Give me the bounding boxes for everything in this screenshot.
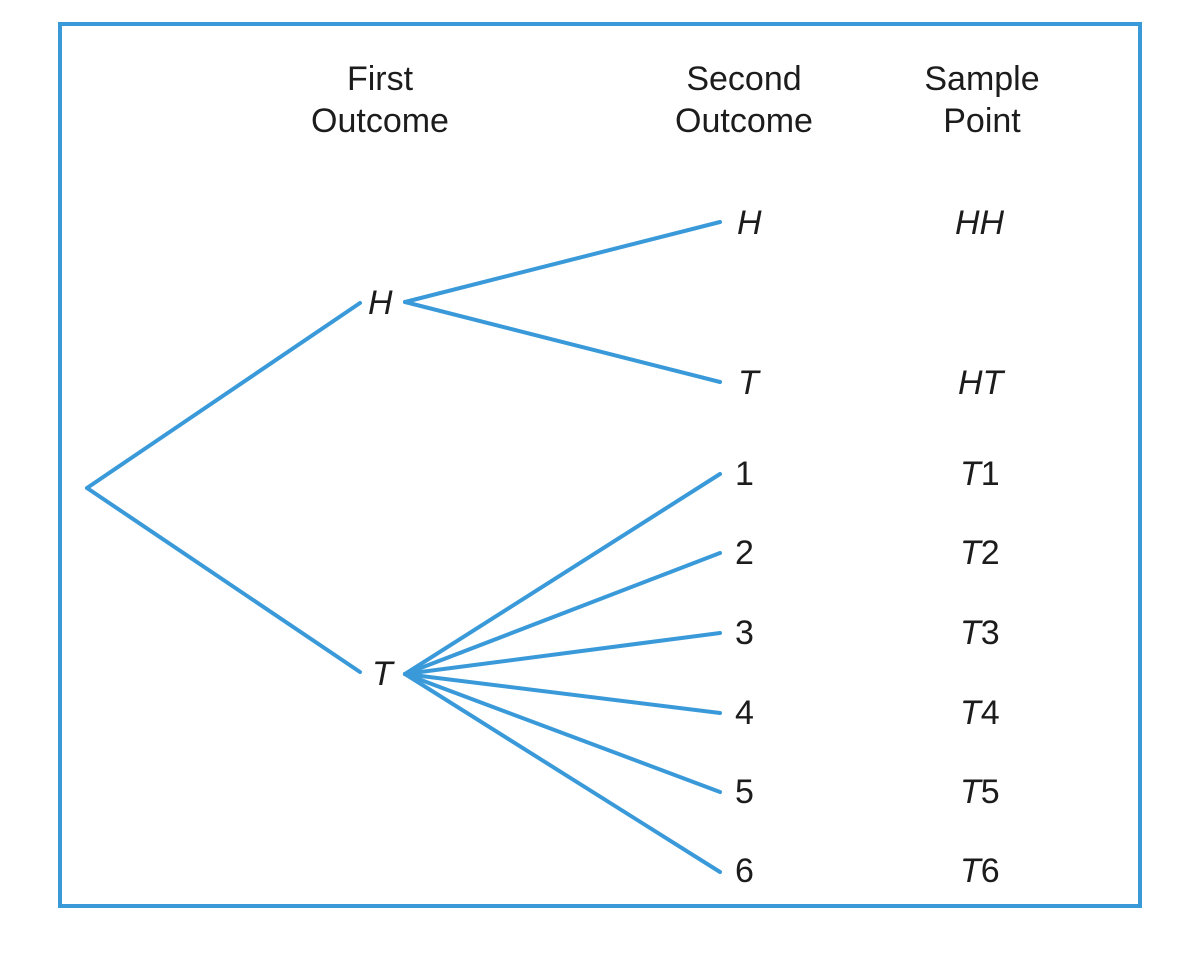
- header-first-outcome-line1: First: [346, 60, 414, 98]
- second-outcome-2: 2: [735, 534, 754, 572]
- header-first-outcome: First Outcome: [300, 58, 460, 142]
- branch-t-to-4: [403, 672, 722, 715]
- second-outcome-ht: T: [738, 364, 761, 402]
- sample-point-t2-suffix: 2: [981, 534, 1000, 572]
- second-outcome-1: 1: [735, 455, 754, 493]
- branch-t-to-1: [403, 472, 722, 676]
- branch-root-to-h: [85, 301, 362, 490]
- branch-root-to-t: [85, 486, 362, 674]
- header-sample-point: Sample Point: [900, 58, 1064, 142]
- header-second-outcome: Second Outcome: [664, 58, 824, 142]
- sample-point-t1-suffix: 1: [981, 455, 1000, 493]
- header-sample-point-line2: Point: [943, 102, 1021, 140]
- sample-point-t6-prefix: T: [960, 852, 983, 890]
- sample-point-t5-prefix: T: [960, 773, 983, 811]
- branch-t-to-3: [403, 631, 722, 676]
- sample-point-t4: T4: [960, 694, 1000, 732]
- sample-point-t4-prefix: T: [960, 694, 983, 732]
- header-second-outcome-line1: Second: [686, 60, 802, 98]
- branch-t-to-2: [403, 551, 722, 676]
- header-first-outcome-line2: Outcome: [311, 102, 449, 140]
- sample-point-t5: T5: [960, 773, 1000, 811]
- sample-point-t5-suffix: 5: [981, 773, 1000, 811]
- sample-point-ht: HT: [958, 364, 1006, 402]
- header-second-outcome-line2: Outcome: [675, 102, 813, 140]
- sample-point-t2-prefix: T: [960, 534, 983, 572]
- second-outcome-hh: H: [737, 204, 762, 242]
- sample-point-t4-suffix: 4: [981, 694, 1000, 732]
- second-outcome-4: 4: [735, 694, 754, 732]
- branch-t-to-5: [403, 672, 722, 794]
- diagram-frame: [58, 22, 1142, 908]
- second-outcome-5: 5: [735, 773, 754, 811]
- sample-point-t3-prefix: T: [960, 614, 983, 652]
- second-outcome-3: 3: [735, 614, 754, 652]
- sample-point-t2: T2: [960, 534, 1000, 572]
- header-sample-point-line1: Sample: [924, 60, 1040, 98]
- first-outcome-t: T: [372, 655, 395, 693]
- branch-h-to-h: [403, 220, 722, 304]
- second-outcome-6: 6: [735, 852, 754, 890]
- sample-point-hh: HH: [955, 204, 1005, 242]
- first-outcome-h: H: [368, 284, 393, 322]
- sample-point-t1: T1: [960, 455, 1000, 493]
- sample-point-t6-suffix: 6: [981, 852, 1000, 890]
- branch-h-to-t: [403, 300, 722, 384]
- sample-point-t1-prefix: T: [960, 455, 983, 493]
- sample-point-t6: T6: [960, 852, 1000, 890]
- sample-point-t3-suffix: 3: [981, 614, 1000, 652]
- sample-point-t3: T3: [960, 614, 1000, 652]
- branch-t-to-6: [403, 672, 722, 874]
